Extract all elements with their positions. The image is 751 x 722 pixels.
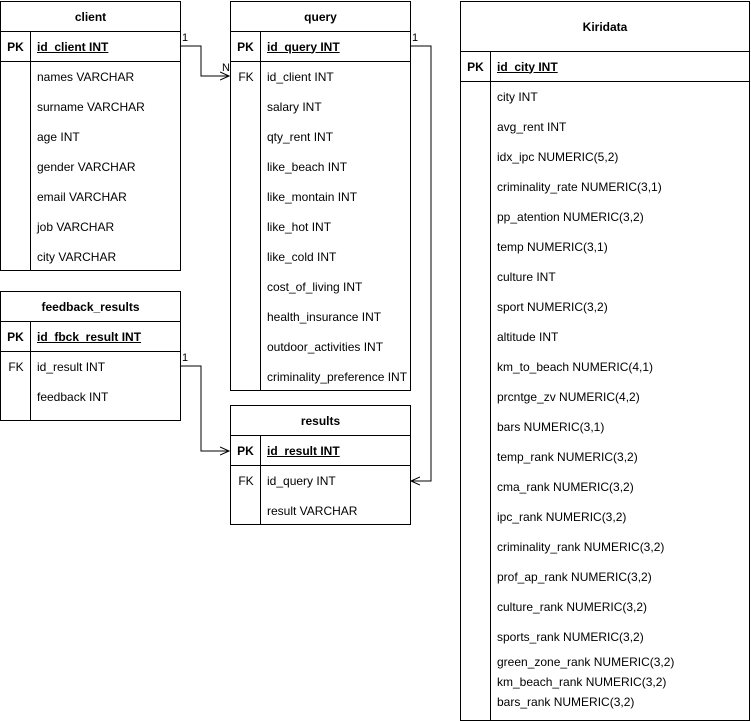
client-query-card-many: N xyxy=(222,62,230,74)
fk-label: FK xyxy=(238,70,254,84)
field-row[interactable]: criminality_rank NUMERIC(3,2) xyxy=(497,540,665,554)
field-row[interactable]: age INT xyxy=(37,130,80,144)
feedback-results-card-one-left: 1 xyxy=(182,352,189,364)
client-query-card-one: 1 xyxy=(182,32,189,44)
field-row[interactable]: temp NUMERIC(3,1) xyxy=(497,240,608,254)
field-row[interactable]: green_zone_rank NUMERIC(3,2) xyxy=(497,655,675,669)
field-row[interactable]: id_result INT xyxy=(37,360,106,374)
field-row[interactable]: temp_rank NUMERIC(3,2) xyxy=(497,450,638,464)
field-list: FK id_query INT result VARCHAR xyxy=(231,466,410,524)
pk-field: id_result INT xyxy=(267,443,340,458)
pk-label: PK xyxy=(231,32,261,61)
field-row[interactable]: cma_rank NUMERIC(3,2) xyxy=(497,480,634,494)
table-client[interactable]: client PK id_client INT names VARCHAR sur… xyxy=(0,1,181,271)
field-row[interactable]: culture INT xyxy=(497,270,556,284)
pk-label: PK xyxy=(231,436,261,465)
primary-key-row[interactable]: PK id_result INT xyxy=(231,436,410,466)
key-column xyxy=(1,352,31,420)
pk-field: id_client INT xyxy=(37,39,109,54)
query-results-card-one-top: 1 xyxy=(412,32,419,44)
field-row[interactable]: prof_ap_rank NUMERIC(3,2) xyxy=(497,570,652,584)
table-title: client xyxy=(1,2,180,32)
pk-label: PK xyxy=(1,322,31,351)
field-row[interactable]: sport NUMERIC(3,2) xyxy=(497,300,608,314)
table-title: query xyxy=(231,2,410,32)
field-row[interactable]: pp_atention NUMERIC(3,2) xyxy=(497,210,644,224)
field-list: FK id_result INT feedback INT xyxy=(1,352,180,420)
field-row[interactable]: city INT xyxy=(497,90,538,104)
field-row[interactable]: like_hot INT xyxy=(267,220,332,234)
field-row[interactable]: job VARCHAR xyxy=(37,220,115,234)
pk-label: PK xyxy=(1,32,31,61)
key-column xyxy=(231,62,261,390)
query-results-connector xyxy=(411,46,432,481)
table-results[interactable]: results PK id_result INT FK id_query INT… xyxy=(230,405,411,525)
fk-label: FK xyxy=(238,474,254,488)
field-row[interactable]: like_montain INT xyxy=(267,190,358,204)
field-row[interactable]: outdoor_activities INT xyxy=(267,340,384,354)
field-row[interactable]: bars_rank NUMERIC(3,2) xyxy=(497,695,635,709)
field-row[interactable]: km_to_beach NUMERIC(4,1) xyxy=(497,360,654,374)
table-title: results xyxy=(231,406,410,436)
primary-key-row[interactable]: PK id_city INT xyxy=(461,52,749,82)
field-row[interactable]: criminality_preference INT xyxy=(267,370,408,384)
table-query[interactable]: query PK id_query INT FK id_client INT sa… xyxy=(230,1,411,391)
field-row[interactable]: km_beach_rank NUMERIC(3,2) xyxy=(497,675,667,689)
field-row[interactable]: surname VARCHAR xyxy=(37,100,145,114)
primary-key-row[interactable]: PK id_query INT xyxy=(231,32,410,62)
field-list: FK id_client INT salary INT qty_rent INT li… xyxy=(231,62,410,390)
field-row[interactable]: id_query INT xyxy=(267,474,336,488)
pk-field: id_city INT xyxy=(497,59,558,74)
table-title: Kiridata xyxy=(461,2,749,52)
field-row[interactable]: sports_rank NUMERIC(3,2) xyxy=(497,630,644,644)
field-row[interactable]: email VARCHAR xyxy=(37,190,127,204)
table-feedback-results[interactable]: feedback_results PK id_fbck_result INT F… xyxy=(0,291,181,421)
field-row[interactable]: id_client INT xyxy=(267,70,334,84)
field-row[interactable]: qty_rent INT xyxy=(267,130,334,144)
field-row[interactable]: idx_ipc NUMERIC(5,2) xyxy=(497,150,619,164)
pk-label: PK xyxy=(461,52,491,81)
field-list: city INT avg_rent INT idx_ipc NUMERIC(5,2)… xyxy=(461,82,749,720)
key-column xyxy=(1,62,31,270)
field-row[interactable]: criminality_rate NUMERIC(3,1) xyxy=(497,180,662,194)
pk-field: id_query INT xyxy=(267,39,340,54)
table-title: feedback_results xyxy=(1,292,180,322)
pk-field: id_fbck_result INT xyxy=(37,329,142,344)
primary-key-row[interactable]: PK id_fbck_result INT xyxy=(1,322,180,352)
field-row[interactable]: city VARCHAR xyxy=(37,250,117,264)
primary-key-row[interactable]: PK id_client INT xyxy=(1,32,180,62)
field-row[interactable]: altitude INT xyxy=(497,330,559,344)
field-row[interactable]: cost_of_living INT xyxy=(267,280,363,294)
field-row[interactable]: like_cold INT xyxy=(267,250,337,264)
key-column xyxy=(461,82,491,720)
field-list: names VARCHAR surname VARCHAR age INT gende… xyxy=(1,62,180,270)
field-row[interactable]: names VARCHAR xyxy=(37,70,135,84)
table-kiridata[interactable]: Kiridata PK id_city INT city INT avg_rent… xyxy=(460,1,750,721)
field-row[interactable]: prcntge_zv NUMERIC(4,2) xyxy=(497,390,640,404)
field-row[interactable]: gender VARCHAR xyxy=(37,160,136,174)
key-column xyxy=(231,466,261,524)
fk-label: FK xyxy=(8,360,24,374)
field-row[interactable]: ipc_rank NUMERIC(3,2) xyxy=(497,510,627,524)
field-row[interactable]: bars NUMERIC(3,1) xyxy=(497,420,605,434)
feedback-results-connector xyxy=(181,366,229,451)
field-row[interactable]: like_beach INT xyxy=(267,160,348,174)
field-row[interactable]: avg_rent INT xyxy=(497,120,567,134)
field-row[interactable]: feedback INT xyxy=(37,390,109,404)
field-row[interactable]: salary INT xyxy=(267,100,322,114)
field-row[interactable]: culture_rank NUMERIC(3,2) xyxy=(497,600,648,614)
field-row[interactable]: result VARCHAR xyxy=(267,504,358,518)
field-row[interactable]: health_insurance INT xyxy=(267,310,382,324)
